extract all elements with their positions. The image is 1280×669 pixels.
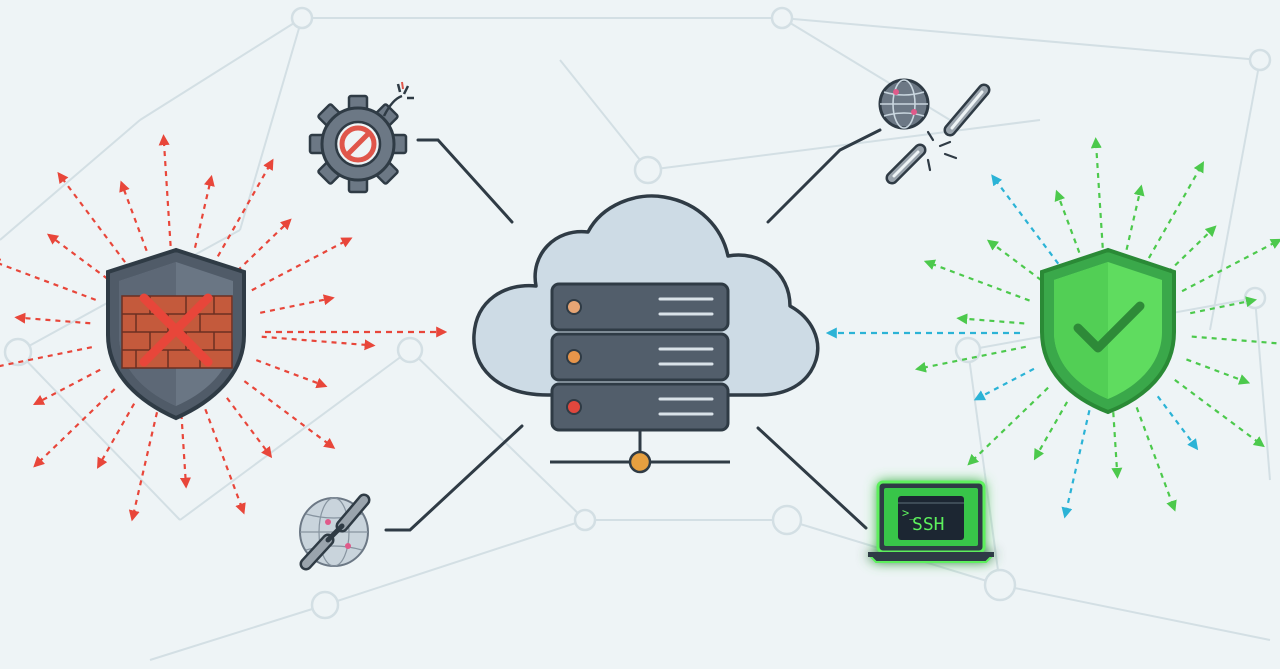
blocked-arrow <box>255 359 328 389</box>
allowed-arrow <box>1033 401 1069 461</box>
x-mark-icon <box>139 293 213 367</box>
blocked-arrow <box>226 397 273 459</box>
blocked-arrow <box>128 411 159 522</box>
blocked-arrow <box>46 233 109 280</box>
allowed-arrow <box>1191 335 1280 345</box>
allowed-arrow <box>1186 358 1251 385</box>
allowed-arrow <box>1135 406 1177 512</box>
allowed-arrow <box>1190 296 1257 315</box>
blocked-arrow <box>158 134 172 246</box>
allowed-arrow <box>1181 238 1280 293</box>
blocked-arrow <box>14 312 91 325</box>
allowed-arrow <box>1054 189 1081 254</box>
blocked-arrow <box>259 294 335 314</box>
allowed-arrow <box>1111 412 1123 479</box>
check-mark-icon <box>1073 301 1145 353</box>
laptop-icon <box>867 480 995 563</box>
blocked-arrow <box>97 403 136 469</box>
allowed-arrow <box>1147 161 1205 259</box>
allowed-arrow <box>986 239 1042 281</box>
blocked-arrow <box>57 171 126 263</box>
inbound-arrow <box>1061 410 1091 519</box>
blocked-arrow <box>33 388 116 468</box>
terminal-prompt: >_ <box>902 506 917 520</box>
blocked-traffic-arrows <box>0 134 376 522</box>
server-status-light <box>566 399 582 415</box>
allowed-arrow <box>1174 379 1265 448</box>
prohibited-icon <box>339 125 377 163</box>
blocked-arrow <box>251 237 353 292</box>
server-network-port <box>628 450 652 474</box>
blocked-arrow <box>216 158 274 257</box>
connector-lines <box>384 128 882 532</box>
server-rack-icon <box>550 282 730 474</box>
blocked-arrow <box>0 346 93 368</box>
chain-link-icon <box>299 493 371 571</box>
background-network-nodes <box>3 6 1272 620</box>
ssh-label: SSH <box>912 514 945 535</box>
inbound-arrow <box>973 367 1035 401</box>
server-status-light <box>566 299 582 315</box>
broken-chain-icon <box>885 83 991 185</box>
blocked-arrow <box>243 380 336 449</box>
blocked-arrow <box>193 174 215 249</box>
allowed-arrow <box>914 345 1026 373</box>
allowed-arrow <box>1167 225 1217 274</box>
terminal-window <box>898 496 964 540</box>
disabled-gear-icon <box>308 81 414 194</box>
allowed-arrow <box>1125 184 1145 250</box>
globe-icon <box>878 78 930 130</box>
inbound-arrow <box>1156 395 1199 451</box>
allowed-arrow <box>1090 137 1104 248</box>
allowed-traffic-arrows <box>914 137 1280 519</box>
blocked-arrow <box>204 408 246 515</box>
blocked-arrow <box>32 368 101 405</box>
server-status-light <box>566 349 582 365</box>
allowed-arrow <box>956 313 1025 325</box>
blocked-arrow <box>261 335 376 351</box>
blocked-firewall-shield-icon <box>106 247 246 421</box>
allowed-shield-icon <box>1040 247 1176 415</box>
blocked-arrow <box>179 414 191 489</box>
allowed-arrow <box>923 259 1030 302</box>
blocked-arrow <box>236 218 292 272</box>
allowed-arrow <box>967 386 1049 466</box>
inbound-arrow <box>991 174 1060 265</box>
blocked-arrow <box>119 180 148 252</box>
blocked-arrow <box>0 258 97 301</box>
